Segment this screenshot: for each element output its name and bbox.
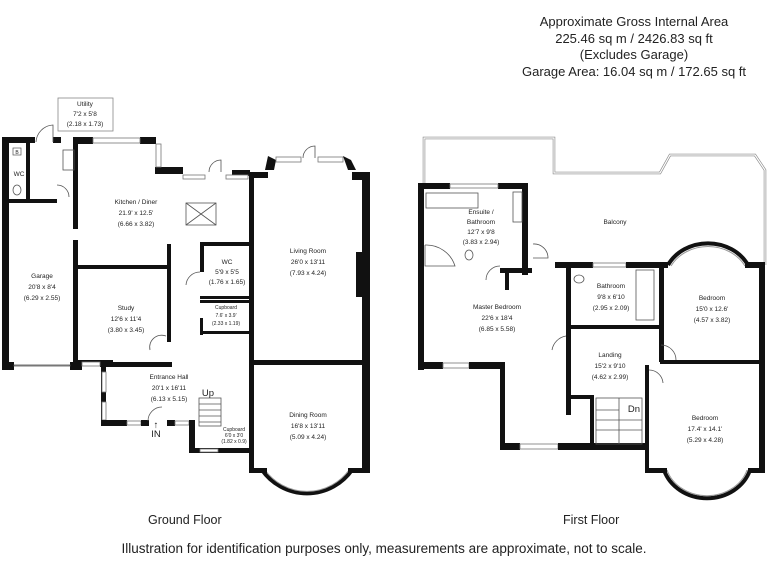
svg-text:Entrance Hall: Entrance Hall: [149, 374, 189, 381]
room-bedroom-1: Bedroom 15'0 x 12.6' (4.57 x 3.82): [694, 295, 731, 324]
svg-text:(3.80 x 3.45): (3.80 x 3.45): [108, 327, 145, 334]
room-dining-room: Dining Room 16'8 x 13'11 (5.09 x 4.24): [289, 412, 327, 441]
stairs-down: [595, 397, 643, 445]
svg-text:(4.57 x 3.82): (4.57 x 3.82): [694, 317, 731, 324]
room-cupboard: Cupboard 7.6' x 3.9' (2.33 x 1.19): [212, 305, 240, 327]
room-kitchen-diner: Kitchen / Diner 21.9' x 12.5' (6.66 x 3.…: [115, 199, 158, 228]
svg-text:20'8 x 8'4: 20'8 x 8'4: [28, 284, 56, 291]
ground-floor-caption: Ground Floor: [148, 513, 222, 527]
svg-text:(6.13 x 5.15): (6.13 x 5.15): [151, 396, 188, 403]
entrance-label: IN: [151, 429, 161, 440]
svg-text:Utility: Utility: [77, 101, 94, 108]
svg-text:Dining Room: Dining Room: [289, 412, 327, 419]
svg-text:Bathroom: Bathroom: [597, 283, 625, 290]
svg-text:6'0 x 3'0: 6'0 x 3'0: [225, 433, 244, 439]
svg-text:15'2 x 9'10: 15'2 x 9'10: [594, 363, 625, 370]
svg-text:Living Room: Living Room: [290, 248, 326, 255]
room-bathroom: Bathroom 9'8 x 6'10 (2.95 x 2.09): [593, 283, 630, 312]
svg-text:(1.76 x 1.65): (1.76 x 1.65): [209, 279, 246, 286]
svg-text:Garage: Garage: [31, 273, 53, 280]
room-study: Study 12'6 x 11'4 (3.80 x 3.45): [108, 305, 145, 334]
svg-text:(6.66 x 3.82): (6.66 x 3.82): [118, 221, 155, 228]
svg-text:Bedroom: Bedroom: [692, 415, 718, 422]
room-utility: Utility 7'2 x 5'8 (2.18 x 1.73): [67, 101, 104, 128]
svg-text:WC: WC: [222, 259, 233, 266]
svg-text:Cupboard: Cupboard: [215, 305, 237, 311]
area-title: Approximate Gross Internal Area: [539, 14, 729, 29]
svg-text:21.9' x 12.5': 21.9' x 12.5': [119, 210, 154, 217]
svg-text:7'2 x 5'8: 7'2 x 5'8: [73, 111, 97, 118]
boiler-label: B: [15, 150, 19, 156]
svg-text:(6.29 x 2.55): (6.29 x 2.55): [24, 295, 61, 302]
svg-text:9'8 x 6'10: 9'8 x 6'10: [597, 294, 625, 301]
svg-text:17.4' x 14.1': 17.4' x 14.1': [688, 426, 723, 433]
svg-text:(7.93 x 4.24): (7.93 x 4.24): [290, 270, 327, 277]
svg-text:(3.83 x 2.94): (3.83 x 2.94): [463, 239, 500, 246]
svg-text:12'6 x 11'4: 12'6 x 11'4: [111, 316, 142, 323]
svg-text:5'9 x 5'5: 5'9 x 5'5: [215, 269, 239, 276]
svg-text:Kitchen / Diner: Kitchen / Diner: [115, 199, 158, 206]
room-ensuite-bathroom: Ensuite / Bathroom 12'7 x 9'8 (3.83 x 2.…: [463, 209, 500, 246]
svg-text:(2.95 x 2.09): (2.95 x 2.09): [593, 305, 630, 312]
room-master-bedroom: Master Bedroom 22'6 x 18'4 (6.85 x 5.58): [473, 304, 521, 333]
room-living-room: Living Room 26'0 x 13'11 (7.93 x 4.24): [290, 248, 327, 277]
svg-text:20'1 x 16'11: 20'1 x 16'11: [152, 385, 187, 392]
stairs-down-label: Dn: [628, 404, 640, 415]
ground-floor-plan: B: [2, 97, 370, 496]
entrance-arrow-icon: ↑: [154, 420, 159, 431]
svg-text:7.6' x 3.9': 7.6' x 3.9': [215, 313, 236, 319]
utility-label-box: [57, 97, 114, 132]
svg-text:Landing: Landing: [598, 352, 622, 359]
stairs-up-label: Up: [202, 388, 214, 399]
room-bedroom-2: Bedroom 17.4' x 14.1' (5.29 x 4.28): [687, 415, 724, 444]
svg-text:15'0 x 12.6': 15'0 x 12.6': [696, 306, 729, 313]
room-landing: Landing 15'2 x 9'10 (4.62 x 2.99): [592, 352, 629, 381]
svg-text:(1.82 x 0.9): (1.82 x 0.9): [221, 439, 247, 445]
svg-text:16'8 x 13'11: 16'8 x 13'11: [291, 423, 326, 430]
balcony-label: Balcony: [603, 219, 627, 226]
room-entrance-hall: Entrance Hall 20'1 x 16'11 (6.13 x 5.15): [149, 374, 189, 403]
svg-text:Bathroom: Bathroom: [467, 219, 495, 226]
svg-text:Cupboard: Cupboard: [223, 427, 245, 433]
first-floor-caption: First Floor: [563, 513, 620, 527]
first-floor-plan: Dn Balcony Ensuite / Bathroom 12'7 x 9'8…: [418, 136, 767, 501]
room-wc: WC 5'9 x 5'5 (1.76 x 1.65): [209, 259, 246, 286]
svg-text:(2.18 x 1.73): (2.18 x 1.73): [67, 121, 104, 128]
svg-text:(5.29 x 4.28): (5.29 x 4.28): [687, 437, 724, 444]
garage-area: Garage Area: 16.04 sq m / 172.65 sq ft: [521, 63, 747, 79]
svg-text:Study: Study: [118, 305, 135, 312]
room-wc-garage: WC: [14, 171, 25, 178]
area-note: (Excludes Garage): [579, 47, 689, 62]
svg-text:22'6 x 18'4: 22'6 x 18'4: [481, 315, 512, 322]
area-total: 225.46 sq m / 2426.83 sq ft: [555, 30, 713, 46]
svg-text:(6.85 x 5.58): (6.85 x 5.58): [479, 326, 516, 333]
room-garage: Garage 20'8 x 8'4 (6.29 x 2.55): [24, 273, 61, 302]
svg-text:12'7 x 9'8: 12'7 x 9'8: [467, 229, 495, 236]
svg-text:(5.09 x 4.24): (5.09 x 4.24): [290, 434, 327, 441]
svg-text:Ensuite /: Ensuite /: [468, 209, 493, 216]
stairs-up: [198, 397, 222, 427]
svg-text:(4.62 x 2.99): (4.62 x 2.99): [592, 374, 629, 381]
room-understairs-cupboard: Cupboard 6'0 x 3'0 (1.82 x 0.9): [221, 427, 247, 445]
svg-text:26'0 x 13'11: 26'0 x 13'11: [291, 259, 326, 266]
svg-text:Bedroom: Bedroom: [699, 295, 725, 302]
area-summary: Approximate Gross Internal Area 225.46 s…: [500, 14, 768, 80]
svg-text:Master Bedroom: Master Bedroom: [473, 304, 521, 311]
disclaimer: Illustration for identification purposes…: [121, 541, 647, 556]
svg-text:(2.33 x 1.19): (2.33 x 1.19): [212, 321, 240, 327]
